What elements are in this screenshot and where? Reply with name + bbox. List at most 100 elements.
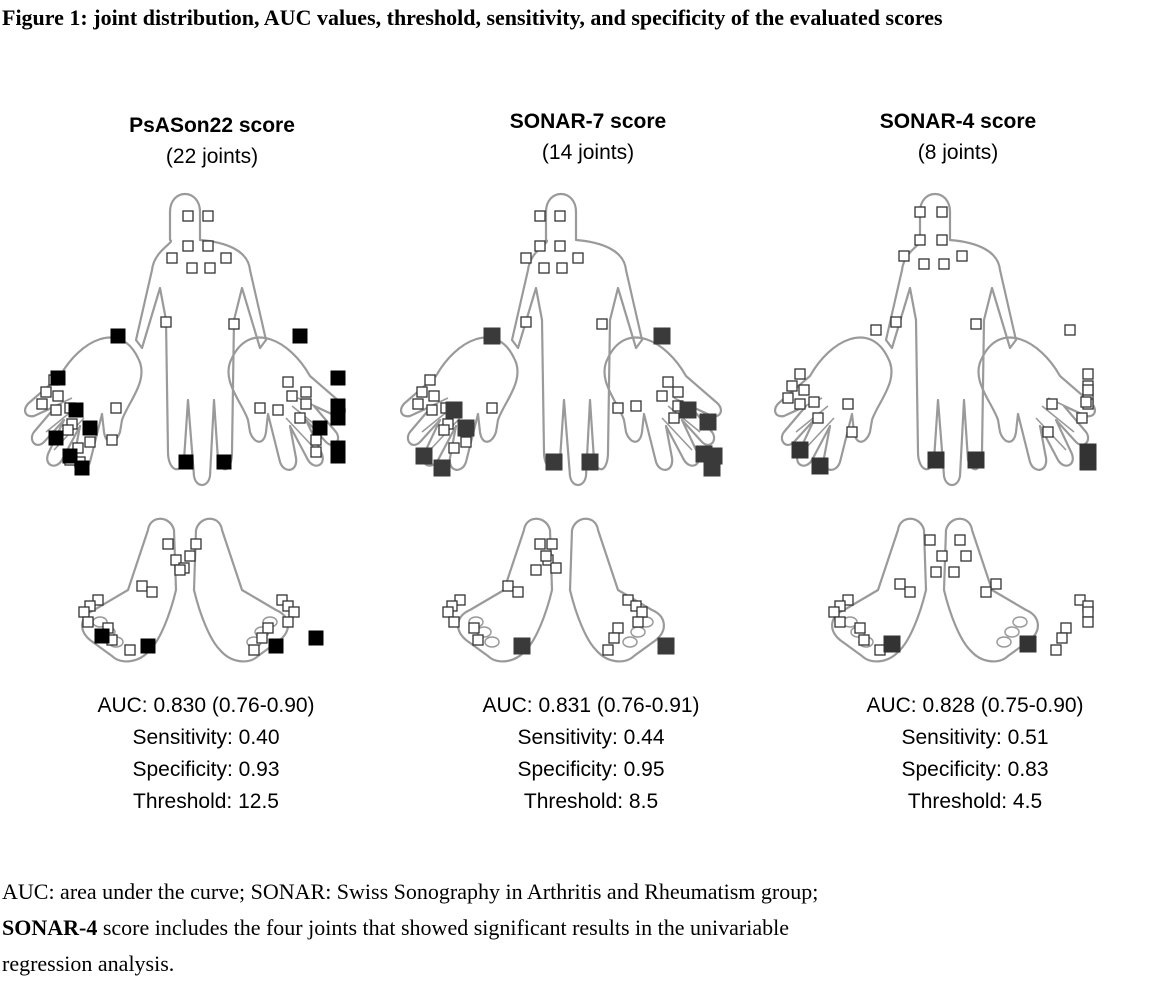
joint-marker-empty (918, 258, 930, 270)
joint-marker-empty (990, 578, 1002, 590)
joint-marker-selected (178, 454, 194, 470)
joint-marker-empty (596, 318, 608, 330)
joint-marker-empty (502, 580, 514, 592)
joint-marker-empty (540, 550, 552, 562)
joint-marker-empty (62, 424, 74, 436)
joint-marker-selected (94, 628, 110, 644)
joint-marker-empty (546, 538, 558, 550)
panel-title-sonar4: SONAR-4 score (8 joints) (808, 106, 1108, 168)
joint-marker-empty (554, 210, 566, 222)
finger-line (803, 417, 835, 451)
footnote: AUC: area under the curve; SONAR: Swiss … (2, 874, 1142, 982)
joint-marker-empty (1046, 398, 1058, 410)
joint-marker-selected (967, 451, 985, 469)
figure-title: Figure 1: joint distribution, AUC values… (2, 5, 943, 30)
joint-marker-empty (1050, 644, 1062, 656)
left-hand-outline (774, 336, 893, 471)
joint-marker-empty (442, 606, 454, 618)
stats-sonar7: AUC: 0.831 (0.76-0.91) Sensitivity: 0.44… (431, 690, 751, 818)
joint-marker-empty (1082, 384, 1094, 396)
joint-marker-empty (622, 594, 634, 606)
joint-marker-empty (938, 258, 950, 270)
stats-sonar4: AUC: 0.828 (0.75-0.90) Sensitivity: 0.51… (815, 690, 1135, 818)
body-outline (884, 193, 1018, 487)
joint-marker-selected (74, 460, 90, 476)
joint-marker-empty (182, 240, 194, 252)
footnote-bold-term: SONAR-4 (2, 915, 98, 940)
joint-marker-selected (1079, 443, 1097, 461)
joint-marker-empty (1064, 324, 1076, 336)
joint-marker-selected (581, 453, 599, 471)
joint-marker-selected (1019, 635, 1037, 653)
joint-marker-empty (786, 380, 798, 392)
joint-marker-selected (483, 327, 501, 345)
panel-title-psason22: PsASon22 score (22 joints) (62, 110, 362, 172)
joint-marker-empty (890, 316, 902, 328)
joint-marker-empty (52, 390, 64, 402)
joint-marker-empty (948, 566, 960, 578)
joint-marker-empty (220, 252, 232, 264)
joint-marker-empty (930, 566, 942, 578)
joint-marker-empty (834, 616, 846, 628)
joint-marker-empty (84, 436, 96, 448)
joint-marker-empty (808, 396, 820, 408)
body-diagram-sonar7 (400, 193, 723, 663)
footnote-line-2: score includes the four joints that show… (97, 915, 789, 940)
joint-marker-empty (794, 398, 806, 410)
joint-marker-empty (472, 634, 484, 646)
joint-marker-selected (62, 448, 78, 464)
joint-marker-empty (538, 262, 550, 274)
auc-value: AUC: 0.830 (0.76-0.90) (97, 694, 315, 717)
toe-outline (630, 626, 646, 638)
joint-marker-empty (202, 210, 214, 222)
joint-marker-empty (956, 250, 968, 262)
panel-joint-count: (8 joints) (917, 141, 999, 164)
joint-marker-selected (110, 328, 126, 344)
body-diagram-sonar4 (774, 193, 1097, 663)
joint-marker-empty (300, 398, 312, 410)
joint-marker-empty (612, 622, 624, 634)
joint-marker-empty (286, 390, 298, 402)
joint-marker-empty (936, 206, 948, 218)
joint-marker-empty (454, 594, 466, 606)
joint-marker-empty (468, 622, 480, 634)
joint-marker-empty (186, 262, 198, 274)
specificity-value: Specificity: 0.83 (901, 758, 1049, 781)
joint-marker-empty (898, 250, 910, 262)
joint-marker-empty (556, 262, 568, 274)
joint-marker-empty (202, 240, 214, 252)
joint-marker-empty (630, 600, 642, 612)
body-outline (134, 193, 268, 487)
joint-marker-empty (72, 442, 84, 454)
joint-marker-empty (842, 398, 854, 410)
joint-marker-empty (486, 402, 498, 414)
panel-name: PsASon22 score (129, 114, 295, 137)
joint-marker-empty (798, 384, 810, 396)
joint-marker-empty (1082, 606, 1094, 618)
joint-marker-empty (534, 538, 546, 550)
joint-marker-empty (1060, 622, 1072, 634)
joint-marker-empty (82, 616, 94, 628)
joint-marker-empty (572, 252, 584, 264)
joint-marker-selected (445, 401, 463, 419)
finger-line (795, 405, 829, 433)
joint-marker-empty (282, 616, 294, 628)
joint-marker-empty (636, 606, 648, 618)
joint-marker-empty (106, 434, 118, 446)
toe-outline (1012, 616, 1028, 628)
joint-marker-empty (842, 594, 854, 606)
joint-marker-empty (272, 404, 284, 416)
sensitivity-value: Sensitivity: 0.40 (132, 726, 280, 749)
joint-marker-empty (288, 606, 300, 618)
joint-marker-empty (184, 550, 196, 562)
joint-marker-empty (834, 600, 846, 612)
joint-marker-empty (854, 622, 866, 634)
auc-value: AUC: 0.828 (0.75-0.90) (866, 694, 1084, 717)
panel-title-sonar7: SONAR-7 score (14 joints) (438, 106, 738, 168)
body-diagram-psason22 (24, 193, 346, 663)
joint-marker-empty (1076, 412, 1088, 424)
joint-marker-selected (791, 441, 809, 459)
joint-marker-empty (632, 616, 644, 628)
joint-marker-empty (846, 426, 858, 438)
right-foot-outline (568, 517, 665, 663)
